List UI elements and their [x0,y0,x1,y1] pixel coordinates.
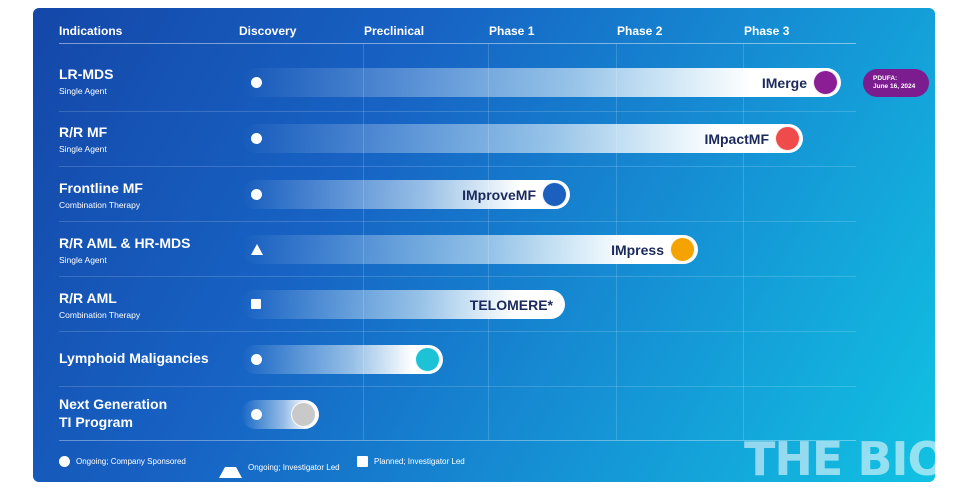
program-label-impress: IMpress [611,242,664,258]
legend-label: Ongoing; Company Sponsored [76,457,186,466]
row-divider [59,221,856,222]
legend-item-planned-investigator: Planned; Investigator Led [357,456,465,467]
header-indications: Indications [59,24,123,38]
program-bar-impactmf: IMpactMF [241,124,803,153]
row-name-next-gen-line2: TI Program [59,414,133,430]
header-phase2: Phase 2 [617,24,663,38]
row-divider [59,276,856,277]
row-sub-rr-aml-hr-mds: Single Agent [59,255,107,265]
status-dot [775,126,800,151]
ongoing-company-icon [251,77,262,88]
planned-investigator-icon [251,299,261,309]
circle-icon [59,456,70,467]
legend-label: Ongoing; Investigator Led [248,462,340,472]
pdufa-date: June 16, 2024 [873,83,916,90]
row-name-rr-aml-hr-mds: R/R AML & HR-MDS [59,235,191,251]
row-name-lr-mds: LR-MDS [59,66,114,82]
watermark-logo: THE BIO [744,432,935,482]
program-bar-imerge: IMerge [241,68,841,97]
header-phase3: Phase 3 [744,24,790,38]
pdufa-badge: PDUFA: June 16, 2024 [863,69,929,97]
status-dot [670,237,695,262]
ongoing-company-icon [251,189,262,200]
program-label-improvemf: IMproveMF [462,187,536,203]
row-sub-frontline-mf: Combination Therapy [59,200,141,210]
program-bar-next-gen [241,400,319,429]
header-divider [59,43,856,44]
program-label-impactmf: IMpactMF [704,131,769,147]
pipeline-panel: Indications Discovery Preclinical Phase … [33,8,935,482]
status-dot [291,402,316,427]
row-divider [59,166,856,167]
grid-line-phase3 [743,44,744,440]
header-phase1: Phase 1 [489,24,535,38]
row-name-rr-aml: R/R AML [59,290,117,306]
ongoing-company-icon [251,354,262,365]
triangle-icon [219,456,242,478]
program-bar-lymphoid [241,345,443,374]
row-divider [59,386,856,387]
square-icon [357,456,368,467]
header-discovery: Discovery [239,24,297,38]
row-sub-rr-mf: Single Agent [59,144,107,154]
status-dot [542,182,567,207]
row-sub-rr-aml: Combination Therapy [59,310,141,320]
status-dot [813,70,838,95]
program-label-telomere: TELOMERE* [469,297,553,313]
header-preclinical: Preclinical [364,24,425,38]
ongoing-company-icon [251,133,262,144]
row-divider [59,111,856,112]
pdufa-label: PDUFA: [873,75,898,82]
row-divider [59,331,856,332]
row-name-lymphoid: Lymphoid Maligancies [59,350,209,366]
row-name-next-gen: Next Generation [59,396,168,412]
legend-label: Planned; Investigator Led [374,457,465,466]
program-bar-impress: IMpress [241,235,698,264]
ongoing-investigator-icon [251,244,263,255]
status-dot [415,347,440,372]
ongoing-company-icon [251,409,262,420]
footer-divider [59,440,856,441]
program-label-imerge: IMerge [761,75,807,91]
legend-item-ongoing-investigator: Ongoing; Investigator Led [219,456,340,478]
row-name-rr-mf: R/R MF [59,124,108,140]
program-bar-telomere: TELOMERE* [241,290,565,319]
program-bar-impromvemf: IMproveMF [241,180,570,209]
legend-item-ongoing-company: Ongoing; Company Sponsored [59,456,186,467]
row-name-frontline-mf: Frontline MF [59,180,143,196]
row-sub-lr-mds: Single Agent [59,86,107,96]
